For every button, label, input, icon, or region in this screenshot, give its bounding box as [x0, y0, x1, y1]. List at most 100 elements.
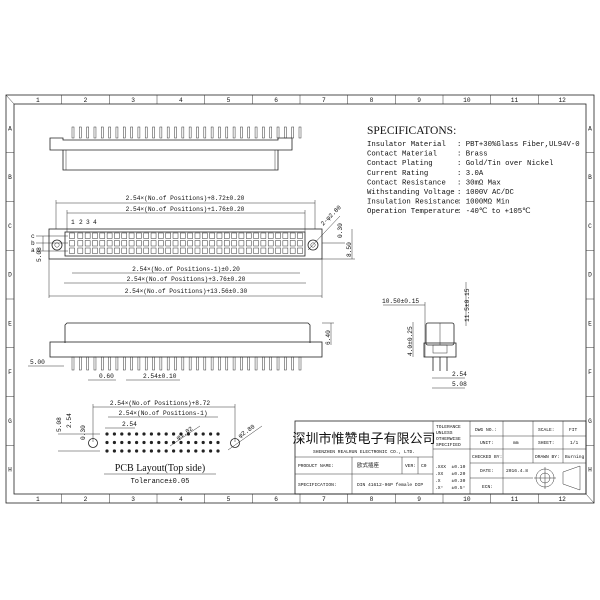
pcb-hole [135, 432, 139, 436]
contact-cell [187, 247, 193, 254]
pcb-hole [135, 440, 139, 445]
scale-label: SCALE: [538, 427, 555, 433]
row-label: E [588, 320, 592, 327]
contact-cell [114, 240, 120, 247]
contact-cell [216, 240, 223, 247]
pcb-hole [194, 449, 198, 453]
tolerance-header-1: TOLERANCE [436, 424, 461, 430]
side-flange [49, 341, 323, 358]
top-pins [71, 126, 302, 139]
pin [269, 356, 272, 371]
specifications-block: SPECIFICATONS: Insulator Material: PBT+3… [367, 125, 580, 216]
contact-cell [150, 247, 157, 254]
pcb-hole [216, 440, 220, 445]
dim-pin-width: 0.60 [99, 373, 114, 380]
spec-value: : Gold/Tin over Nickel [457, 160, 553, 168]
pcb-hole [149, 449, 153, 453]
spec-value: : -40℃ to +105℃ [457, 208, 530, 216]
flange-outline [49, 137, 293, 151]
contact-cell [92, 240, 98, 247]
contact-cell [253, 240, 259, 247]
contact-cell [282, 232, 289, 239]
pcb-hole [172, 432, 176, 436]
pin-number-3: 3 [86, 219, 90, 226]
spec-value: : 3.0A [457, 170, 484, 178]
pcb-hole [112, 440, 116, 445]
pin [232, 356, 236, 371]
pcb-hole [135, 449, 139, 453]
row-label: G [8, 418, 12, 425]
pcb-hole [201, 440, 205, 445]
pin [196, 126, 199, 139]
contact-cell [245, 247, 252, 254]
spec-label: Withstanding Voltage [367, 189, 455, 197]
side-pins [71, 356, 302, 371]
dim-end-width: 10.50±0.15 [382, 298, 419, 305]
row-label: D [8, 272, 12, 279]
pin [101, 126, 104, 139]
pcb-hole [157, 432, 161, 436]
contact-cell [121, 232, 128, 239]
pcb-dim-pin-hole: φ1.02 [175, 425, 194, 442]
pcb-hole [179, 449, 183, 453]
specifications-title: SPECIFICATONS: [367, 125, 456, 137]
contact-cell [194, 247, 201, 254]
pcb-hole [194, 440, 198, 445]
spec-value: : 1000MΩ Min [457, 199, 510, 207]
column-label: 1 [36, 97, 40, 104]
sheet-value: 1/1 [570, 440, 579, 446]
spec-value: : 30mΩ Max [457, 179, 501, 187]
mount-hole-right [307, 239, 319, 251]
tolerance-xx: .XX ±0.20 [435, 471, 466, 477]
contact-cell [180, 240, 186, 247]
title-block: 深圳市惟赞电子有限公司 SHENZHEN REALRUN ELECTRONIC … [292, 420, 587, 495]
dim-inner: 2.54×(No.of Positions)+3.76±0.20 [127, 276, 246, 283]
contact-cell [224, 247, 230, 254]
contact-field [64, 231, 306, 257]
pcb-hole [120, 432, 124, 436]
contact-cell [187, 240, 193, 247]
pcb-hole [164, 440, 168, 445]
pcb-hole [127, 440, 131, 445]
contact-cell [136, 247, 142, 254]
contact-cell [92, 247, 98, 254]
pin [284, 126, 287, 139]
row-label: C [8, 223, 12, 230]
front-view: 2.54×(No.of Positions)+8.72±0.20 2.54×(N… [31, 195, 355, 298]
pin [203, 126, 207, 139]
pin [130, 126, 133, 139]
tolerance-header-4: SPECIFIED [436, 442, 461, 448]
contact-cell [238, 232, 245, 239]
column-label: 7 [322, 97, 326, 104]
column-label: 6 [274, 496, 278, 503]
pin [240, 126, 243, 139]
spec-label: Insulator Material [367, 141, 446, 149]
specification-value: DIN 41612-96P female DIP [357, 482, 423, 488]
pin [159, 356, 163, 371]
contact-cell [128, 247, 135, 254]
spec-label: Insulation Resistance [367, 199, 459, 207]
pin-number-1: 1 [71, 219, 75, 226]
pin [262, 126, 265, 139]
spec-label: Operation Temperature [367, 208, 459, 216]
contact-cell [297, 240, 303, 247]
pcb-hole [179, 440, 183, 445]
mount-hole-left [51, 239, 63, 251]
contact-cell [84, 240, 91, 247]
tolerance-x: .X ±0.30 [435, 478, 466, 484]
pcb-hole [209, 432, 213, 436]
contact-cell [209, 240, 215, 247]
date-label: DATE: [480, 468, 494, 474]
pin [130, 356, 133, 371]
pin [86, 126, 89, 139]
contact-cell [150, 232, 157, 239]
dim-pitch: 2.54±0.10 [143, 373, 177, 380]
pcb-dim-row-span: 5.08 [56, 417, 63, 432]
pin [196, 356, 199, 371]
pin [174, 356, 177, 371]
pcb-mount-hole-right [230, 438, 240, 448]
pin [93, 126, 97, 139]
contact-cell [202, 232, 208, 239]
contact-cell [245, 240, 252, 247]
